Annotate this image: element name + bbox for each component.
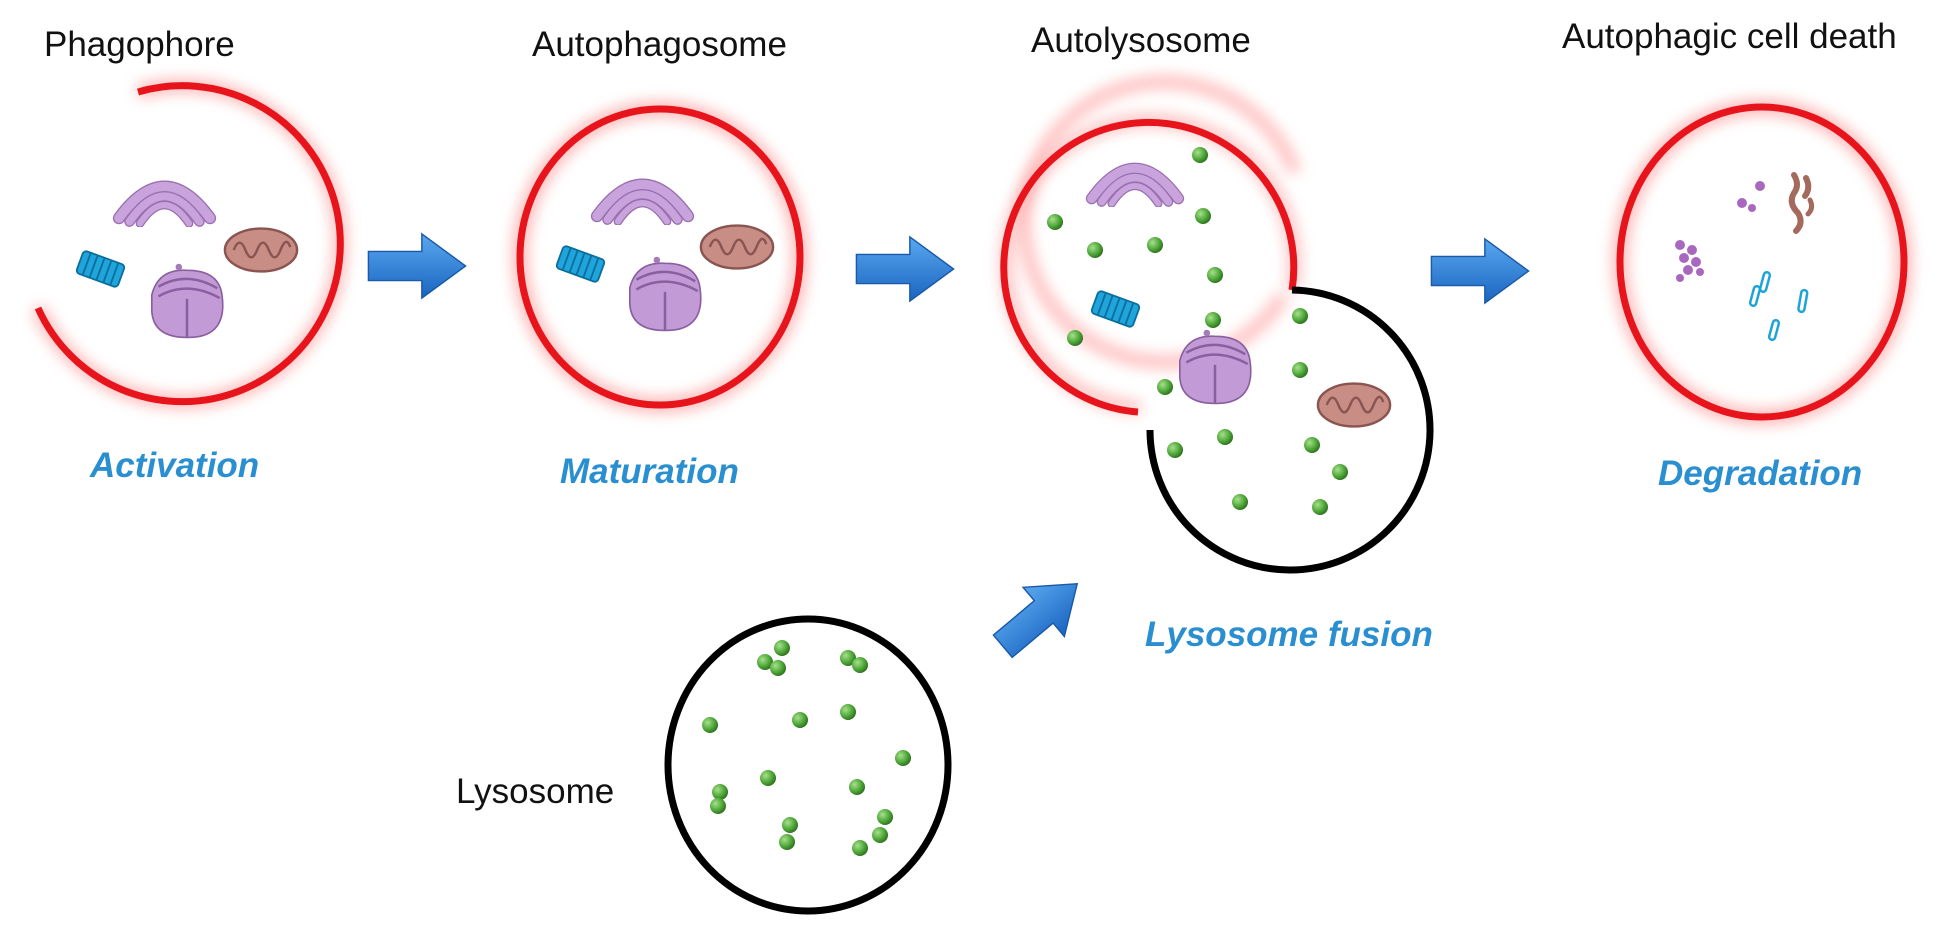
- centriole-organelle: [554, 244, 607, 284]
- centriole-organelle: [1089, 289, 1142, 329]
- phagophore-membrane: [34, 82, 344, 406]
- golgi-organelle: [119, 187, 210, 224]
- mitochondrion-organelle: [1316, 382, 1392, 428]
- golgi-organelle: [597, 185, 688, 222]
- centriole-organelle: [74, 249, 127, 289]
- stage-title-cell-death: Autophagic cell death: [1562, 17, 1897, 56]
- arrow-activation-to-maturation: [367, 233, 467, 299]
- debris-fragments: [1675, 172, 1815, 342]
- stage-title-phagophore: Phagophore: [44, 25, 235, 64]
- lysosome-label: Lysosome: [456, 772, 614, 811]
- arrow-maturation-to-fusion: [855, 236, 955, 302]
- stage-title-autolysosome: Autolysosome: [1031, 21, 1251, 60]
- er-organelle: [628, 255, 703, 332]
- arrow-fusion-to-degradation: [1430, 238, 1530, 304]
- autolysosome-red-membrane: [1000, 118, 1298, 416]
- degraded-vesicle: [1612, 99, 1912, 425]
- process-label-degradation: Degradation: [1658, 454, 1862, 493]
- lysosome-membrane: [664, 615, 952, 915]
- enzyme-beads: [702, 640, 911, 856]
- golgi-organelle: [1092, 169, 1179, 204]
- process-label-maturation: Maturation: [560, 452, 739, 491]
- er-organelle: [150, 262, 225, 339]
- autolysosome-black-membrane: [1146, 286, 1434, 574]
- process-label-activation: Activation: [89, 446, 259, 485]
- autophagosome-membrane: [516, 105, 804, 409]
- autolysosome: [999, 74, 1434, 574]
- degraded-vesicle-membrane: [1616, 103, 1908, 421]
- phagophore: [31, 78, 348, 409]
- process-label-lysosome-fusion: Lysosome fusion: [1145, 615, 1433, 654]
- mitochondrion-organelle: [223, 227, 299, 273]
- arrow-lysosome-to-fusion: [981, 558, 1099, 672]
- enzyme-beads: [1047, 147, 1348, 515]
- autophagosome: [512, 101, 808, 413]
- mitochondrion-organelle: [699, 224, 775, 270]
- stage-title-autophagosome: Autophagosome: [532, 25, 787, 64]
- lysosome: [664, 615, 952, 915]
